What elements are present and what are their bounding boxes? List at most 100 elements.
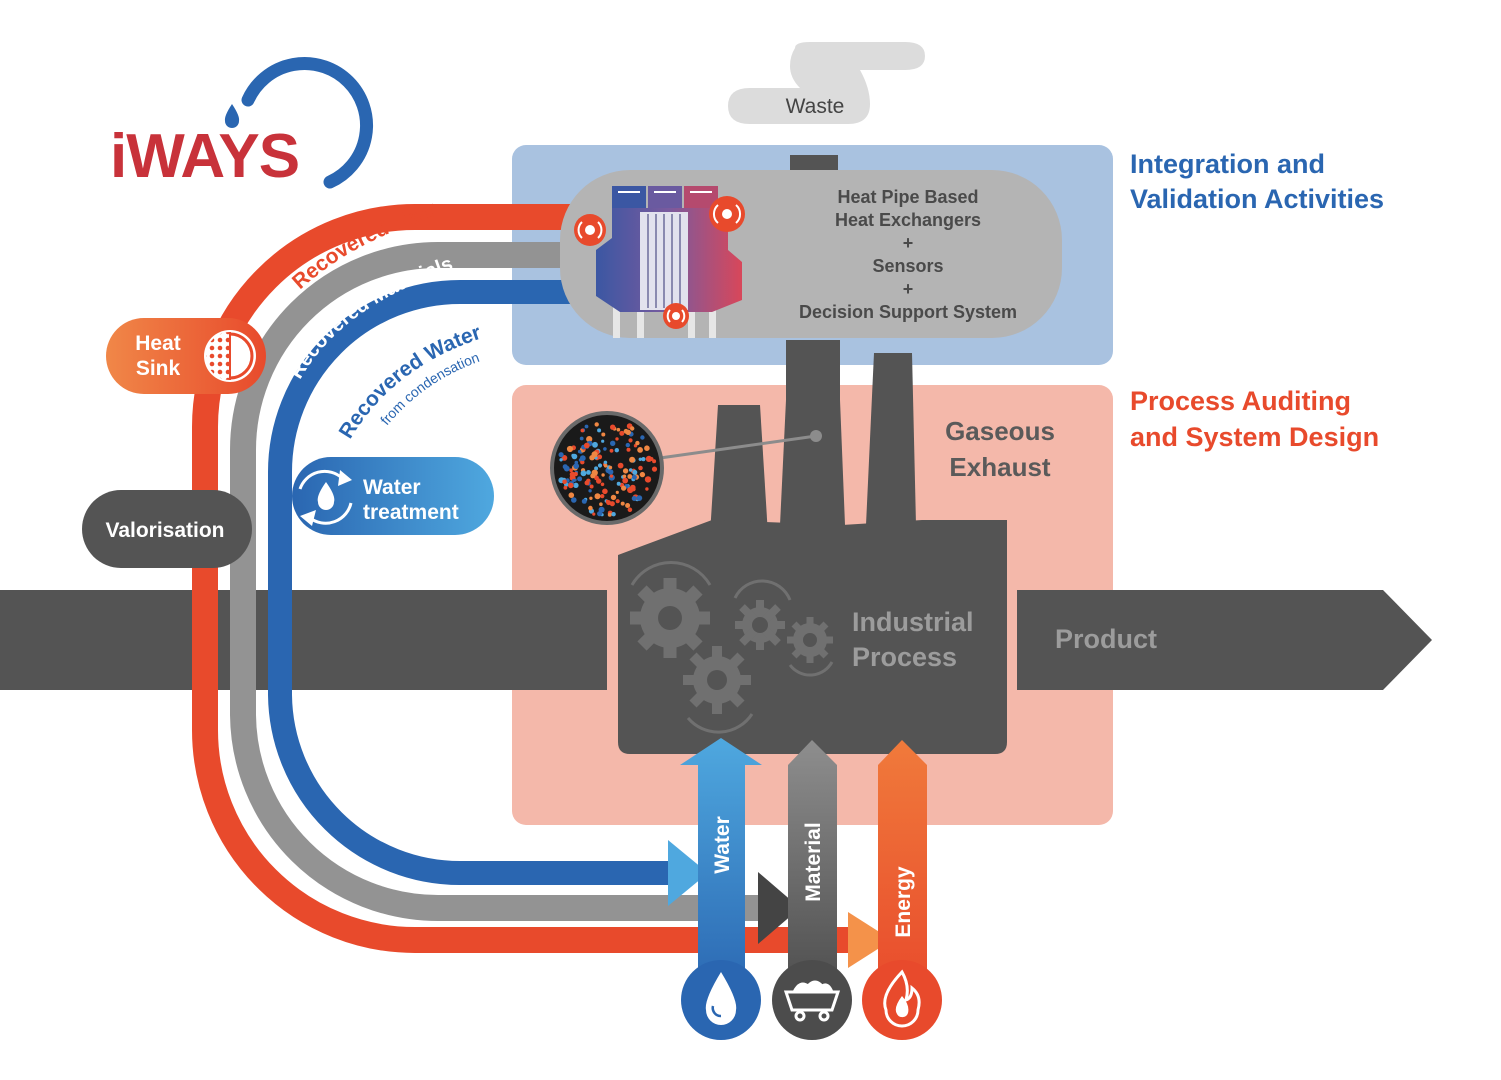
water-treatment-label-1: Water	[363, 476, 421, 499]
exhaust-particle	[568, 492, 575, 499]
hx-line-4: Sensors	[872, 256, 943, 276]
exhaust-particle	[579, 436, 584, 441]
exhaust-particle	[562, 479, 567, 485]
recovered-water-label: Recovered Water	[335, 321, 484, 443]
exhaust-particle	[615, 499, 620, 504]
exhaust-particle	[610, 494, 617, 501]
exhaust-particle	[622, 468, 629, 474]
raw-input-bar	[0, 590, 607, 690]
exhaust-particle	[615, 490, 619, 494]
hx-line-1: Heat Pipe Based	[837, 187, 978, 207]
exhaust-particle	[614, 448, 619, 453]
factory: Industrial Process	[618, 340, 1007, 754]
exhaust-particle	[572, 478, 576, 483]
exhaust-particle	[632, 469, 638, 475]
exhaust-particle	[652, 459, 657, 464]
recovered-materials-loop	[230, 242, 770, 921]
material-input-label: Material	[802, 822, 825, 901]
integration-title-1: Integration and	[1130, 149, 1325, 179]
logo-text: iWAYS	[110, 122, 299, 191]
exhaust-particle	[611, 512, 616, 517]
exhaust-particle	[563, 485, 568, 490]
exhaust-particle	[627, 507, 633, 513]
exhaust-particle	[620, 501, 625, 506]
exhaust-particle	[622, 474, 627, 479]
sensor-icon	[574, 214, 606, 246]
exhaust-particle	[605, 499, 610, 504]
water-input: Water	[680, 738, 762, 1040]
exhaust-particle	[588, 505, 593, 511]
exhaust-particle	[636, 495, 643, 501]
water-treatment-label-2: treatment	[363, 501, 459, 524]
exhaust-particle	[597, 511, 603, 517]
auditing-title-2: and System Design	[1130, 422, 1379, 452]
exhaust-particle	[580, 428, 585, 433]
exhaust-particle	[601, 473, 605, 477]
exhaust-particle	[609, 474, 614, 478]
exhaust-particle	[644, 476, 652, 483]
exhaust-particle	[631, 496, 637, 501]
exhaust-particle	[581, 498, 587, 504]
valorisation-pill: Valorisation	[82, 490, 252, 568]
exhaust-particle	[592, 441, 598, 448]
product-arrow	[1017, 590, 1432, 690]
heat-arrowhead	[848, 912, 892, 968]
gaseous-exhaust-label-1: Gaseous	[945, 416, 1055, 446]
water-treatment-pill: Water treatment	[292, 457, 494, 535]
exhaust-particle	[628, 468, 633, 472]
exhaust-particle	[566, 445, 574, 453]
exhaust-particle	[583, 442, 590, 449]
exhaust-particle	[573, 482, 579, 488]
exhaust-particle	[589, 496, 593, 500]
exhaust-particle	[625, 503, 631, 508]
exhaust-particle	[638, 457, 642, 461]
material-input: Material	[772, 740, 852, 1040]
recovered-water-loop	[268, 280, 680, 885]
exhaust-particle	[591, 451, 598, 458]
gaseous-exhaust-label-2: Exhaust	[949, 452, 1050, 482]
exhaust-particle	[588, 489, 592, 493]
exhaust-particle	[637, 447, 643, 453]
exhaust-particle	[590, 473, 596, 479]
exhaust-particle	[594, 466, 599, 471]
gear-icon	[787, 617, 833, 663]
exhaust-particle	[639, 471, 646, 478]
exhaust-particle	[622, 477, 629, 484]
exhaust-particle	[609, 448, 614, 453]
exhaust-particle	[609, 501, 615, 507]
recycle-water-icon	[298, 469, 353, 526]
hx-line-6: Decision Support System	[799, 302, 1017, 322]
gear-icon	[735, 600, 785, 650]
exhaust-particle	[586, 470, 591, 475]
exhaust-particle	[610, 424, 616, 430]
exhaust-particle	[616, 427, 621, 432]
exhaust-particle	[645, 487, 649, 491]
exhaust-particle	[627, 474, 633, 479]
exhaust-particle	[597, 463, 603, 468]
exhaust-particle	[628, 438, 633, 443]
exhaust-particle	[600, 482, 605, 487]
recovered-heat-loop	[192, 204, 860, 953]
sensor-icon	[709, 196, 745, 232]
exhaust-particle	[631, 474, 637, 480]
exhaust-particles-magnifier	[550, 411, 822, 525]
flame-icon	[883, 969, 921, 1028]
waste-label: Waste	[786, 95, 845, 118]
hx-line-3: +	[903, 233, 914, 253]
heat-sink-label-1: Heat	[135, 332, 181, 355]
exhaust-particle	[630, 426, 635, 431]
mine-cart-icon	[783, 980, 841, 1022]
exhaust-particle	[616, 481, 621, 486]
auditing-title-1: Process Auditing	[1130, 386, 1351, 416]
water-arrowhead	[668, 840, 708, 906]
exhaust-particle	[644, 445, 650, 452]
hx-line-2: Heat Exchangers	[835, 210, 981, 230]
heat-sink-label-2: Sink	[136, 357, 181, 380]
exhaust-particle	[603, 460, 608, 465]
exhaust-particle	[568, 482, 574, 489]
sensor-icon	[663, 303, 689, 329]
exhaust-particle	[615, 437, 619, 441]
exhaust-particle	[559, 458, 563, 462]
exhaust-particle	[592, 512, 596, 516]
